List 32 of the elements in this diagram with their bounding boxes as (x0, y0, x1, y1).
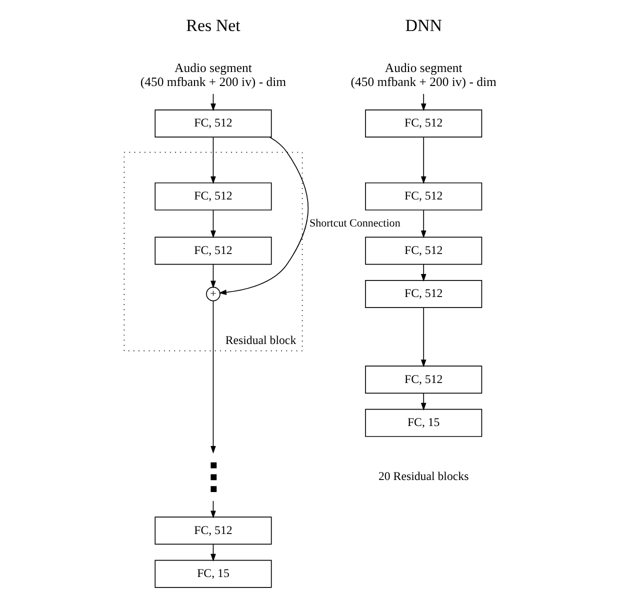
node-text: Audio segment (450 mfbank + 200 iv) - dim (140, 60, 286, 90)
arrow (210, 264, 216, 288)
node-box: FC, 512 (154, 110, 272, 138)
node-text: Audio segment (450 mfbank + 200 iv) - dim (350, 60, 496, 90)
label: Res Net (186, 16, 240, 36)
node-box: FC, 512 (154, 516, 272, 545)
arrow (210, 500, 216, 518)
arrow (420, 307, 426, 368)
node-box: FC, 512 (365, 182, 482, 210)
arrow (210, 210, 216, 238)
arrow (218, 136, 309, 295)
label: DNN (405, 16, 442, 36)
arrow (210, 93, 216, 112)
arrow (420, 93, 426, 112)
node-box: FC, 15 (365, 408, 482, 437)
node-box: FC, 512 (365, 110, 482, 138)
arrow (210, 544, 216, 562)
node-box: FC, 512 (365, 280, 482, 308)
node-circle: + (206, 286, 220, 302)
edge-label: Shortcut Connection (309, 217, 400, 230)
node-box: FC, 512 (365, 366, 482, 394)
node-box: FC, 512 (154, 236, 272, 265)
label: 20 Residual blocks (378, 468, 469, 483)
arrow (210, 300, 216, 454)
arrow (420, 393, 426, 411)
arrow (420, 264, 426, 282)
arrow (210, 136, 216, 184)
node-box: FC, 512 (154, 182, 272, 210)
node-box: FC, 512 (365, 236, 482, 265)
arrow (420, 136, 426, 184)
node-box: FC, 15 (154, 560, 272, 588)
arrow (420, 210, 426, 238)
